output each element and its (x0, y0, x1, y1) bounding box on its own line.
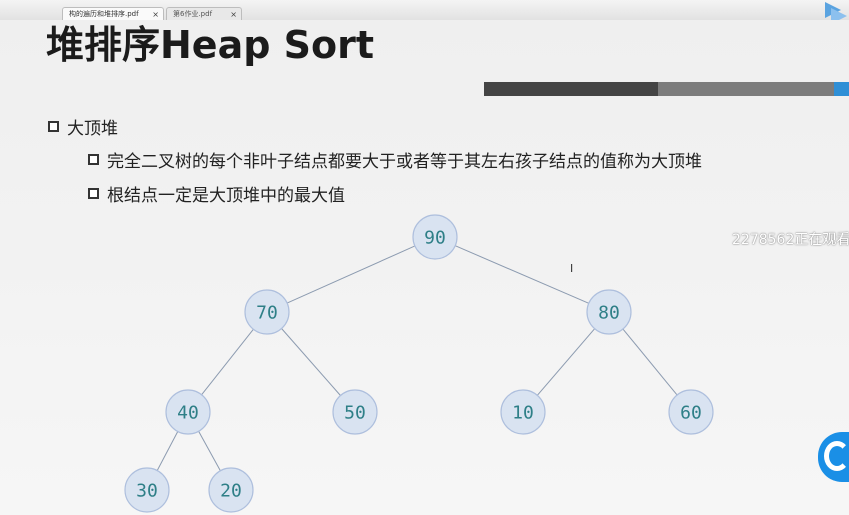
node-value: 90 (424, 228, 446, 249)
tree-node-90: 90 (412, 214, 458, 260)
square-bullet-icon (88, 188, 99, 199)
node-value: 50 (344, 403, 366, 424)
tree-edge (201, 328, 254, 396)
tree-node-60: 60 (668, 389, 714, 435)
tree-edge (286, 245, 416, 304)
tab-pdf-homework[interactable]: 第6作业.pdf × (166, 7, 242, 20)
bullet-item: 根结点一定是大顶堆中的最大值 (88, 181, 345, 206)
tree-node-30: 30 (124, 467, 170, 513)
title-decoration-bar (834, 82, 849, 96)
node-circle (412, 214, 458, 260)
node-value: 70 (256, 303, 278, 324)
tree-edge (622, 328, 678, 396)
tree-node-80: 80 (586, 289, 632, 335)
tab-pdf-heap-sort[interactable]: 构的遍历和堆排序.pdf × (62, 7, 164, 20)
tree-node-40: 40 (165, 389, 211, 435)
bullet-item: 大顶堆 (48, 114, 118, 139)
node-value: 20 (220, 481, 242, 502)
tab-label: 第6作业.pdf (173, 10, 213, 18)
node-circle (124, 467, 170, 513)
tree-edge (156, 431, 179, 471)
tree-node-50: 50 (332, 389, 378, 435)
node-value: 10 (512, 403, 534, 424)
square-bullet-icon (48, 121, 59, 132)
bullet-item: 完全二叉树的每个非叶子结点都要大于或者等于其左右孩子结点的值称为大顶堆 (88, 147, 702, 172)
node-circle (500, 389, 546, 435)
text-cursor-icon: I (570, 262, 574, 275)
viewer-count-watermark: 2278562正在观看 (732, 232, 849, 248)
bullet-text: 完全二叉树的每个非叶子结点都要大于或者等于其左右孩子结点的值称为大顶堆 (107, 152, 702, 172)
node-circle (586, 289, 632, 335)
node-circle (208, 467, 254, 513)
heap-tree-diagram: 90 70 80 40 50 10 60 30 20 (124, 214, 714, 513)
floating-app-button[interactable] (818, 432, 849, 482)
close-icon[interactable]: × (152, 10, 159, 19)
node-circle (165, 389, 211, 435)
tree-edge (281, 328, 341, 396)
node-value: 80 (598, 303, 620, 324)
node-value: 60 (680, 403, 702, 424)
presentation-slide: 堆排序Heap Sort 大顶堆 完全二叉树的每个非叶子结点都要大于或者等于其左… (0, 20, 849, 515)
square-bullet-icon (88, 154, 99, 165)
bullet-text: 根结点一定是大顶堆中的最大值 (107, 186, 345, 206)
close-icon[interactable]: × (230, 10, 237, 19)
tree-node-10: 10 (500, 389, 546, 435)
title-decoration-bar (484, 82, 658, 96)
bullet-text: 大顶堆 (67, 119, 118, 139)
node-circle (668, 389, 714, 435)
title-decoration-bar (658, 82, 834, 96)
tree-edge (455, 245, 589, 304)
node-circle (244, 289, 290, 335)
node-value: 40 (177, 403, 199, 424)
node-value: 30 (136, 481, 158, 502)
tree-node-70: 70 (244, 289, 290, 335)
tree-edge (536, 328, 596, 396)
tree-node-20: 20 (208, 467, 254, 513)
tab-label: 构的遍历和堆排序.pdf (69, 10, 139, 18)
node-circle (332, 389, 378, 435)
slide-title: 堆排序Heap Sort (46, 23, 375, 67)
app-logo-icon (824, 441, 849, 471)
tree-edge (198, 431, 221, 471)
